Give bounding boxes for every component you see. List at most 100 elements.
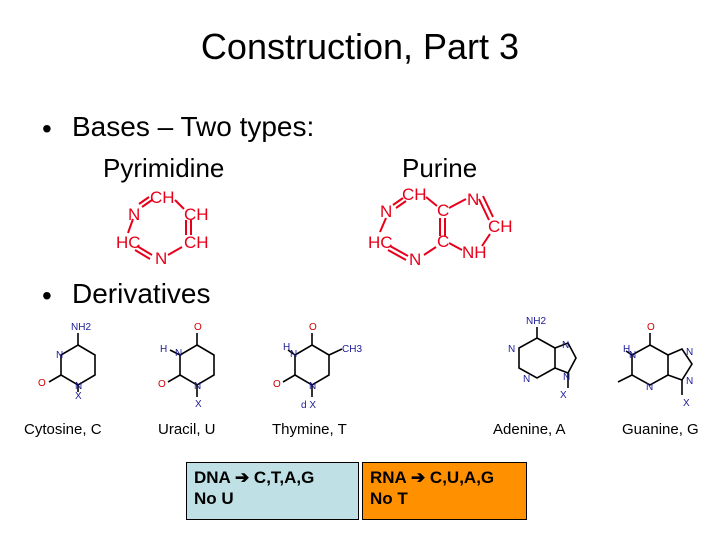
ring	[179, 344, 215, 386]
atom-n: N	[467, 190, 479, 209]
bond	[617, 374, 633, 383]
thymine-structure	[282, 333, 343, 397]
atom-n: N	[563, 372, 570, 383]
atom-h: H	[160, 344, 167, 355]
atom-hc: HC	[368, 233, 393, 252]
atom-o: O	[38, 378, 46, 389]
cytosine-structure	[48, 333, 96, 392]
guanine-label: Guanine, G	[622, 421, 699, 438]
bond	[395, 200, 407, 209]
bond	[174, 199, 185, 210]
dna-note: No U	[194, 489, 234, 508]
bond	[379, 217, 387, 233]
atom-ch: CH	[184, 233, 209, 252]
atom-nh2: NH2	[526, 316, 546, 327]
bases-bullet: •	[42, 113, 52, 144]
uracil-label: Uracil, U	[158, 421, 216, 438]
ring	[631, 344, 669, 386]
bond	[287, 349, 296, 356]
atom-o: O	[273, 379, 281, 390]
bond	[282, 374, 296, 383]
bond	[423, 246, 437, 256]
atom-ch: CH	[150, 188, 175, 207]
bond	[134, 249, 151, 260]
bond	[392, 197, 404, 206]
rna-line: RNA ➔ C,U,A,G	[370, 467, 519, 488]
atom-n: N	[686, 347, 693, 358]
atom-o: O	[194, 322, 202, 333]
ring	[294, 344, 330, 386]
bond	[481, 233, 491, 247]
atom-ch: CH	[488, 217, 513, 236]
atom-nh2: NH2	[71, 322, 91, 333]
guanine-structure	[617, 333, 693, 395]
atom-o: O	[309, 322, 317, 333]
uracil-structure	[167, 333, 215, 397]
atom-dx: d X	[301, 400, 316, 411]
atom-x: X	[560, 390, 567, 401]
atom-h: H	[623, 344, 630, 355]
rna-letters: C,U,A,G	[429, 468, 495, 487]
rna-note: No T	[370, 489, 408, 508]
bond	[448, 242, 463, 251]
atom-x: X	[75, 391, 82, 402]
purine-label: Purine	[402, 153, 478, 183]
atom-n: N	[75, 381, 82, 392]
thymine-label: Thymine, T	[272, 421, 347, 438]
bond	[138, 196, 150, 205]
dna-box: DNA ➔ C,T,A,G No U	[186, 462, 359, 520]
atom-nh: NH	[462, 243, 487, 262]
bond	[389, 245, 409, 257]
atom-x: X	[683, 398, 690, 409]
bond	[328, 348, 343, 356]
dna-line: DNA ➔ C,T,A,G	[194, 467, 351, 488]
ring	[518, 337, 556, 379]
bond	[425, 196, 438, 207]
bond	[169, 349, 181, 356]
bond	[167, 246, 183, 256]
bond	[482, 195, 494, 218]
ring	[554, 341, 577, 375]
atom-ch: CH	[184, 205, 209, 224]
atom-n: N	[194, 381, 201, 392]
atom-o: O	[158, 379, 166, 390]
dna-prefix: DNA	[194, 468, 231, 487]
derivatives-heading: Derivatives	[72, 278, 211, 309]
bond	[48, 374, 62, 383]
atom-h: H	[283, 342, 290, 353]
ring	[60, 344, 96, 386]
atom-n: N	[128, 205, 140, 224]
rna-prefix: RNA	[370, 468, 407, 487]
atom-x: X	[195, 399, 202, 410]
atom-n: N	[309, 381, 316, 392]
atom-n: N	[508, 344, 515, 355]
atom-ch: CH	[402, 185, 427, 204]
adenine-label: Adenine, A	[493, 421, 566, 438]
adenine-structure	[518, 327, 577, 388]
derivatives-bullet: •	[42, 280, 52, 311]
bond	[141, 199, 153, 208]
bond	[136, 245, 153, 256]
atom-n: N	[562, 340, 569, 351]
pyrimidine-label: Pyrimidine	[103, 153, 225, 183]
atom-c: C	[437, 232, 449, 251]
atom-hc: HC	[116, 233, 141, 252]
atom-n: N	[629, 350, 636, 361]
bond	[625, 350, 633, 356]
arrow-icon: ➔	[234, 468, 250, 487]
atom-n: N	[380, 202, 392, 221]
atom-n: N	[175, 348, 182, 359]
atom-n: N	[155, 249, 167, 268]
atom-c: C	[437, 201, 449, 220]
bond	[478, 198, 490, 221]
atom-n: N	[646, 382, 653, 393]
atom-n: N	[409, 250, 421, 269]
rna-box: RNA ➔ C,U,A,G No T	[362, 462, 527, 520]
bond	[167, 374, 181, 383]
bond	[448, 198, 467, 209]
atom-n: N	[290, 349, 297, 360]
cytosine-label: Cytosine, C	[24, 421, 102, 438]
dna-letters: C,T,A,G	[253, 468, 315, 487]
